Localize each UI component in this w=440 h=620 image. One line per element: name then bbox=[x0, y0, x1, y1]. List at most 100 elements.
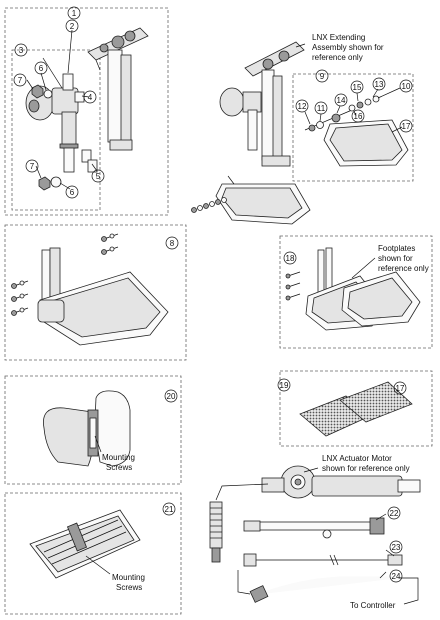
svg-text:10: 10 bbox=[402, 82, 411, 91]
callout-6a: 6 bbox=[34, 61, 48, 75]
svg-text:19: 19 bbox=[280, 381, 289, 390]
svg-text:3: 3 bbox=[19, 46, 24, 55]
svg-text:11: 11 bbox=[317, 104, 326, 113]
panel-20-border bbox=[4, 375, 182, 485]
callout-7a: 7 bbox=[13, 73, 27, 87]
panel-3-subgroup-border bbox=[11, 49, 101, 211]
panel-8-border bbox=[4, 224, 187, 361]
svg-text:2: 2 bbox=[70, 22, 75, 31]
callout-19: 19 bbox=[277, 378, 291, 392]
svg-text:23: 23 bbox=[392, 543, 401, 552]
bolts-18 bbox=[285, 271, 301, 301]
footplate-item-17 bbox=[323, 119, 409, 167]
svg-text:12: 12 bbox=[298, 102, 307, 111]
mounting-screws-21-line-2: Screws bbox=[116, 583, 142, 592]
callout-9: 9 bbox=[315, 69, 329, 83]
svg-text:8: 8 bbox=[170, 239, 175, 248]
svg-text:4: 4 bbox=[88, 93, 93, 102]
svg-text:6: 6 bbox=[39, 64, 44, 73]
callout-1: 1 bbox=[67, 6, 81, 20]
leg-bracket-assembly bbox=[87, 27, 149, 151]
svg-text:21: 21 bbox=[165, 505, 174, 514]
footplate-bracket-8 bbox=[37, 247, 169, 346]
callout-12: 12 bbox=[295, 99, 309, 113]
grip-pad-right bbox=[339, 381, 413, 423]
cable-22 bbox=[243, 517, 385, 539]
callout-8: 8 bbox=[165, 236, 179, 250]
callout-7b: 7 bbox=[25, 159, 39, 173]
panel-20: Mounting Screws 20 bbox=[4, 375, 182, 485]
callout-21: 21 bbox=[162, 502, 176, 516]
callout-4: 4 bbox=[83, 90, 97, 104]
callout-14: 14 bbox=[334, 93, 348, 107]
calf-pad-21 bbox=[29, 509, 141, 579]
svg-text:16: 16 bbox=[354, 112, 363, 121]
footplate-lower bbox=[215, 175, 311, 225]
callout-6b: 6 bbox=[65, 185, 79, 199]
bolts-8 bbox=[11, 233, 119, 316]
lnx-extending-note-line-1: LNX Extending bbox=[312, 33, 365, 42]
calf-pad-20 bbox=[43, 390, 131, 467]
footplates-note-line-2: shown for bbox=[378, 254, 413, 263]
panel-19-border bbox=[279, 370, 433, 447]
panel-1: 1 2 3 4 5 6 6 7 7 bbox=[4, 6, 169, 216]
lnx-extending-note-line-2: Assembly shown for bbox=[312, 43, 384, 52]
callout-15: 15 bbox=[350, 80, 364, 94]
lnx-assembly-view: LNX Extending Assembly shown for referen… bbox=[191, 33, 384, 225]
callout-24: 24 bbox=[389, 569, 403, 583]
callout-5: 5 bbox=[91, 169, 105, 183]
svg-text:17: 17 bbox=[396, 384, 405, 393]
svg-text:9: 9 bbox=[320, 72, 325, 81]
bushings bbox=[74, 91, 98, 173]
svg-text:14: 14 bbox=[337, 96, 346, 105]
callout-11: 11 bbox=[314, 101, 328, 115]
svg-text:7: 7 bbox=[30, 162, 35, 171]
panel-21-border bbox=[4, 492, 182, 615]
cable-24 bbox=[237, 570, 419, 605]
svg-text:5: 5 bbox=[96, 172, 101, 181]
actuator-note-line-2: shown for reference only bbox=[322, 464, 410, 473]
callout-20: 20 bbox=[164, 389, 178, 403]
actuator-cables-view: LNX Actuator Motor shown for reference o… bbox=[209, 454, 421, 610]
footplate-pair-18 bbox=[305, 247, 421, 331]
hardware-chain-lower bbox=[191, 197, 227, 213]
mounting-screws-21-line-1: Mounting bbox=[112, 573, 145, 582]
panel-8: 8 bbox=[4, 224, 187, 361]
footplates-note-line-3: reference only bbox=[378, 264, 429, 273]
callout-3: 3 bbox=[14, 43, 28, 57]
svg-text:1: 1 bbox=[72, 9, 77, 18]
panel-19: 19 17 bbox=[277, 370, 433, 447]
svg-text:15: 15 bbox=[353, 83, 362, 92]
panel-9-border bbox=[292, 73, 414, 182]
svg-text:24: 24 bbox=[392, 572, 401, 581]
svg-text:13: 13 bbox=[375, 80, 384, 89]
callout-2: 2 bbox=[65, 19, 79, 33]
callout-23: 23 bbox=[389, 540, 403, 554]
mounting-screws-20-line-2: Screws bbox=[106, 463, 132, 472]
panel-18-border bbox=[279, 235, 433, 349]
svg-text:6: 6 bbox=[70, 188, 75, 197]
panel-1-border bbox=[4, 7, 169, 216]
svg-text:17: 17 bbox=[402, 122, 411, 131]
mounting-screws-20-line-1: Mounting bbox=[102, 453, 135, 462]
to-controller-label: To Controller bbox=[350, 601, 396, 610]
lnx-extending-assembly bbox=[219, 41, 306, 167]
svg-text:22: 22 bbox=[390, 509, 399, 518]
coiled-cable bbox=[209, 501, 223, 563]
lnx-actuator-motor bbox=[261, 465, 421, 499]
callout-18: 18 bbox=[283, 251, 297, 265]
callout-10: 10 bbox=[399, 79, 413, 93]
actuator-note-line-1: LNX Actuator Motor bbox=[322, 454, 392, 463]
cable-23 bbox=[243, 553, 403, 567]
svg-text:20: 20 bbox=[167, 392, 176, 401]
callout-17a: 17 bbox=[399, 119, 413, 133]
svg-text:18: 18 bbox=[286, 254, 295, 263]
callout-17b: 17 bbox=[393, 381, 407, 395]
svg-text:7: 7 bbox=[18, 76, 23, 85]
footplates-note-line-1: Footplates bbox=[378, 244, 415, 253]
panel-18: Footplates shown for reference only 18 bbox=[279, 235, 433, 349]
nuts-washers bbox=[31, 84, 62, 191]
callout-16: 16 bbox=[351, 109, 365, 123]
hardware-chain-9 bbox=[304, 95, 380, 132]
